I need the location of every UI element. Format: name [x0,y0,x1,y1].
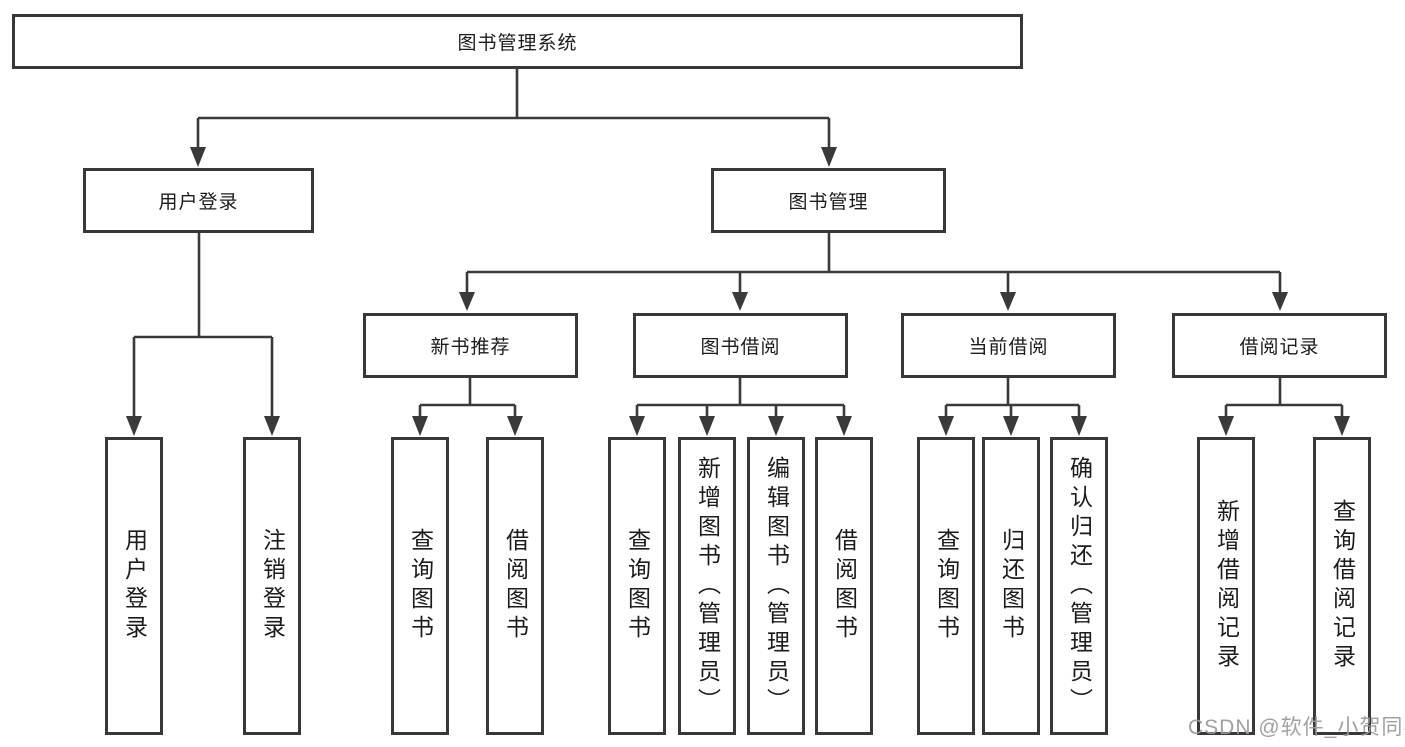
leaf-cb-confirm-return-admin: 确认归还（管理员） [1050,437,1108,735]
node-book-mgmt-label: 图书管理 [788,192,869,213]
leaf-cb-return-book: 归还图书 [982,437,1040,735]
node-book-borrow: 图书借阅 [633,313,848,378]
leaf-br-query-record: 查询借阅记录 [1313,437,1371,735]
connector-borrow-record [1224,378,1344,419]
node-root: 图书管理系统 [12,14,1023,69]
leaf-bb-query-book: 查询图书 [608,437,666,735]
connector-new-book-rec [418,378,517,419]
leaf-rec-borrow-book-label: 借阅图书 [502,528,529,644]
leaf-cb-query-book: 查询图书 [917,437,975,735]
leaf-bb-add-book-admin-label: 新增图书（管理员） [694,455,721,717]
node-user-login: 用户登录 [83,168,314,233]
node-new-book-recommend-label: 新书推荐 [430,337,511,358]
leaf-bb-edit-book-admin: 编辑图书（管理员） [747,437,805,735]
connector-root [196,69,831,150]
leaf-rec-query-book-label: 查询图书 [407,528,434,644]
leaf-logout: 注销登录 [243,437,301,735]
leaf-br-query-record-label: 查询借阅记录 [1329,499,1356,673]
leaf-bb-borrow-book: 借阅图书 [815,437,873,735]
node-new-book-recommend: 新书推荐 [363,313,578,378]
leaf-cb-confirm-return-admin-label: 确认归还（管理员） [1066,455,1093,717]
arrowheads [126,147,1350,436]
leaf-bb-query-book-label: 查询图书 [624,528,651,644]
leaf-logout-label: 注销登录 [259,528,286,644]
node-borrow-record: 借阅记录 [1172,313,1387,378]
csdn-watermark: CSDN @软件_小贺同学 [1188,716,1405,739]
leaf-bb-borrow-book-label: 借阅图书 [831,528,858,644]
node-book-borrow-label: 图书借阅 [700,337,781,358]
connector-book-mgmt [465,233,1282,295]
leaf-rec-borrow-book: 借阅图书 [486,437,544,735]
connector-user-login [132,233,274,419]
leaf-rec-query-book: 查询图书 [391,437,449,735]
leaf-br-add-record-label: 新增借阅记录 [1213,499,1240,673]
leaf-user-login: 用户登录 [105,437,163,735]
node-book-mgmt: 图书管理 [711,168,946,233]
leaf-br-add-record: 新增借阅记录 [1197,437,1255,735]
leaf-cb-return-book-label: 归还图书 [998,528,1025,644]
leaf-bb-add-book-admin: 新增图书（管理员） [678,437,736,735]
leaf-cb-query-book-label: 查询图书 [933,528,960,644]
leaf-user-login-label: 用户登录 [121,528,148,644]
node-root-label: 图书管理系统 [457,33,578,54]
connector-current-borrow [944,378,1081,419]
node-current-borrow-label: 当前借阅 [968,337,1049,358]
leaf-bb-edit-book-admin-label: 编辑图书（管理员） [763,455,790,717]
connector-book-borrow [635,378,846,419]
node-current-borrow: 当前借阅 [901,313,1116,378]
node-user-login-label: 用户登录 [158,192,239,213]
node-borrow-record-label: 借阅记录 [1239,337,1320,358]
